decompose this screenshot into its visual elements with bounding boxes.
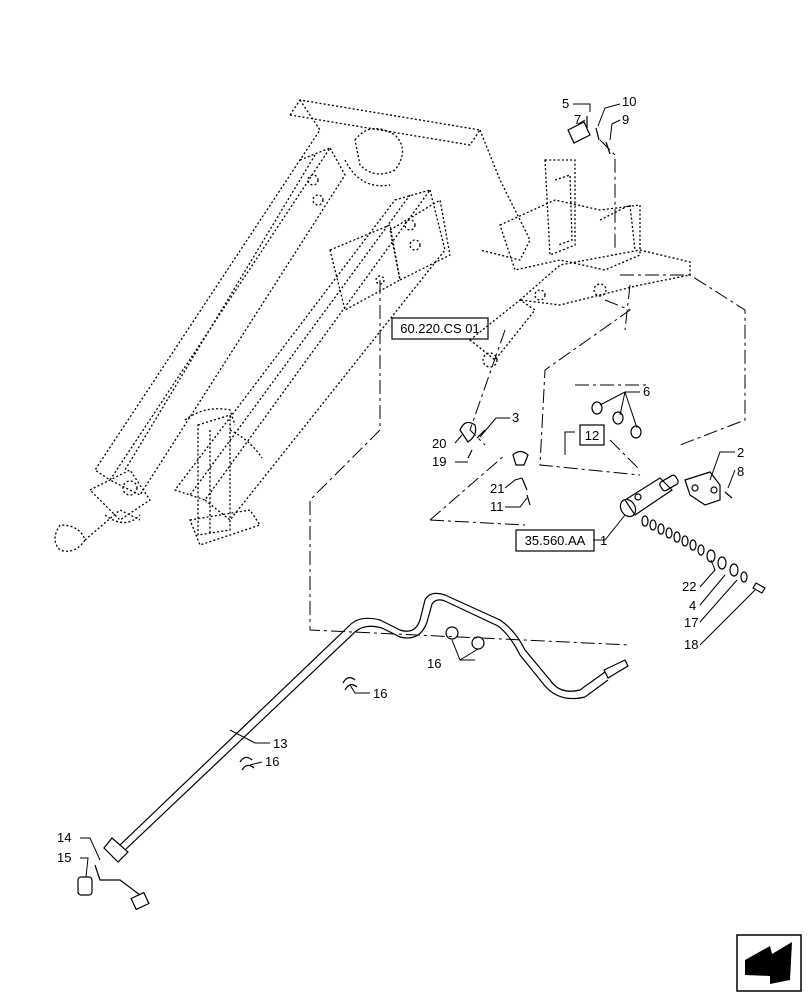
cylinder-part [619, 474, 679, 518]
label-22: 22 [682, 579, 696, 594]
fitting-parts [77, 864, 150, 911]
label-11: 11 [490, 499, 504, 514]
assembly-lines [309, 139, 746, 646]
label-5: 5 [562, 96, 569, 111]
washers-6 [591, 401, 642, 439]
ref-35-560-label: 35.560.AA [525, 533, 586, 548]
label-3: 3 [512, 410, 519, 425]
label-16-clips: 16 [427, 656, 441, 671]
label-10: 10 [622, 94, 636, 109]
pin-parts [567, 116, 611, 155]
washer-stack [641, 515, 766, 594]
label-4: 4 [689, 598, 696, 613]
ref-60-220-label: 60.220.CS 01 [400, 321, 480, 336]
label-7: 7 [574, 112, 581, 127]
label-2: 2 [737, 445, 744, 460]
label-19: 19 [432, 454, 446, 469]
tongue-frame-phantom [54, 99, 691, 552]
next-page-arrow-icon[interactable] [736, 934, 802, 992]
label-20: 20 [432, 436, 446, 451]
ref-12-label: 12 [585, 428, 599, 443]
small-parts [459, 421, 531, 506]
reference-box-12[interactable]: 12 [579, 424, 605, 446]
label-17: 17 [684, 615, 698, 630]
label-1: 1 [600, 533, 607, 548]
label-15: 15 [57, 850, 71, 865]
item-labels: 1 2 3 4 5 6 7 8 9 10 11 13 14 15 16 16 1… [57, 94, 744, 865]
label-16-upper: 16 [373, 686, 387, 701]
reference-box-35-560[interactable]: 35.560.AA [515, 529, 595, 552]
label-9: 9 [622, 112, 629, 127]
reference-box-60-220[interactable]: 60.220.CS 01 [391, 317, 489, 340]
bracket-part [684, 471, 733, 506]
label-14: 14 [57, 830, 71, 845]
label-21: 21 [490, 481, 504, 496]
label-16-lower: 16 [265, 754, 279, 769]
label-18: 18 [684, 637, 698, 652]
label-8: 8 [737, 464, 744, 479]
leader-lines [80, 103, 756, 878]
label-6: 6 [643, 384, 650, 399]
hydraulic-line [103, 592, 629, 863]
label-13: 13 [273, 736, 287, 751]
